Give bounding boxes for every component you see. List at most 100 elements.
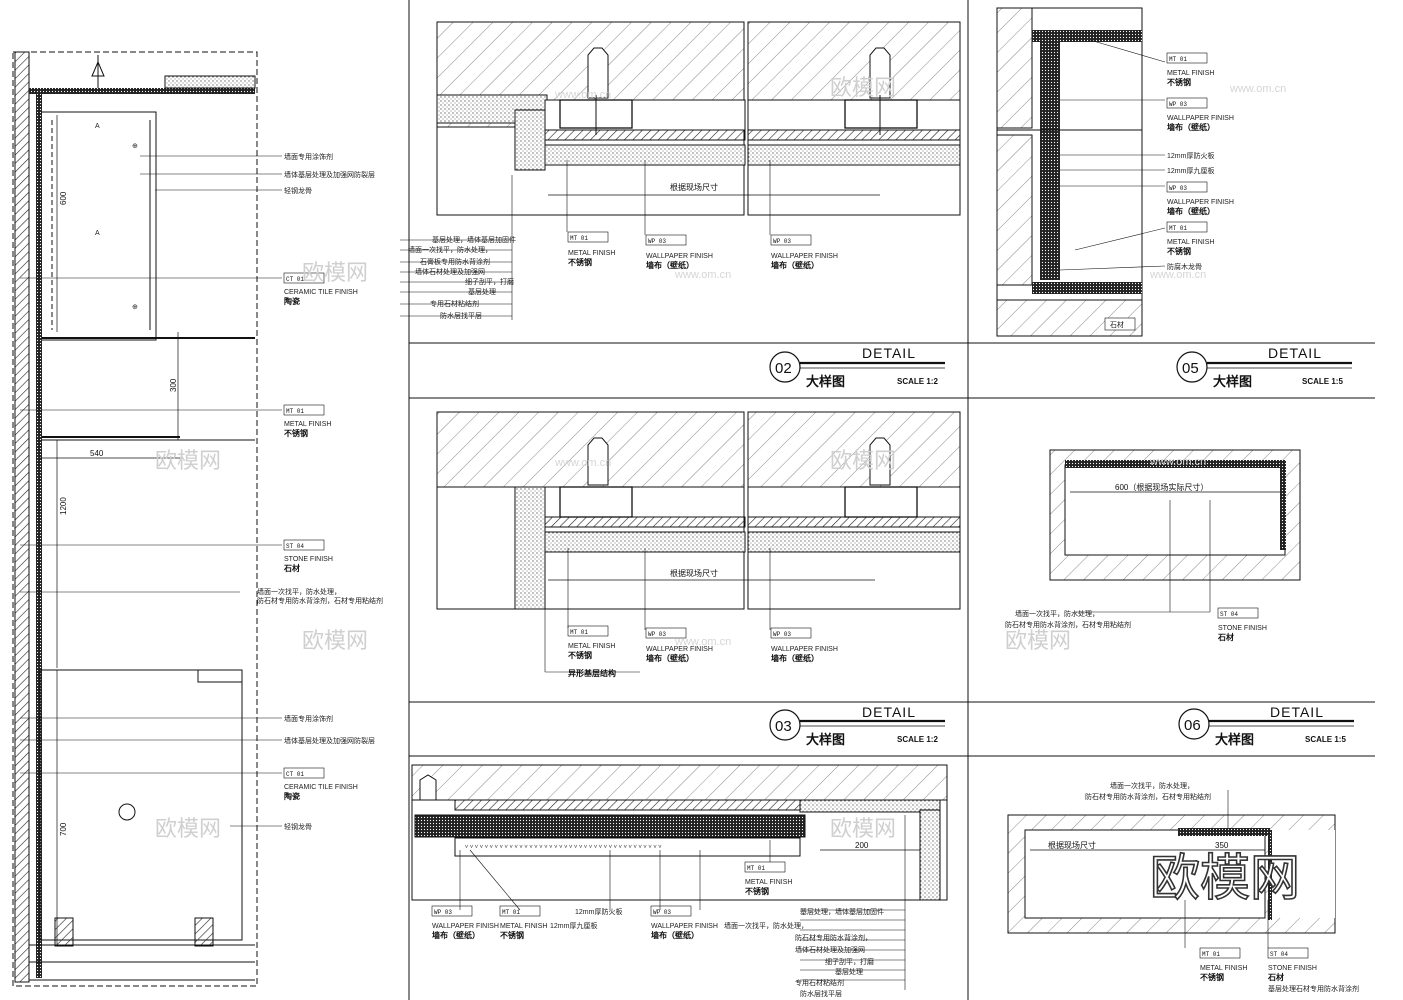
p02-detail: DETAIL xyxy=(862,345,916,361)
p05-cn-2: 墙布（壁纸） xyxy=(1167,206,1215,216)
p04-tag-0: WP 03 xyxy=(434,909,452,916)
p04-dim: 200 xyxy=(855,841,869,850)
p03-tag-0: MT 01 xyxy=(570,629,588,636)
p02-note-3: 墙体石材处理及加强网 xyxy=(415,267,485,276)
wm-url-3: www.om.cn xyxy=(554,457,611,469)
label-ceramic: CERAMIC TILE FINISH xyxy=(284,289,358,296)
p02-dim: 根据现场尺寸 xyxy=(670,182,718,192)
p05-cn-1: 墙布（壁纸） xyxy=(1167,122,1215,132)
label-mesh: 墙体基层处理及加强网防裂层 xyxy=(284,170,375,179)
p02-tag-2: WP 03 xyxy=(773,238,791,245)
detail-05: MT 01 METAL FINISH 不锈钢 WP 03 WALLPAPER F… xyxy=(996,7,1352,390)
wm-3: 欧模网 xyxy=(302,629,368,654)
wm-1: 欧模网 xyxy=(155,449,221,474)
wm-6: 欧模网 xyxy=(830,449,896,474)
wm-url-4: www.om.cn xyxy=(674,636,731,648)
p04-tagr: MT 01 xyxy=(747,865,765,872)
p04-en-2: WALLPAPER FINISH xyxy=(651,923,718,930)
p06-number: 06 xyxy=(1184,717,1201,734)
p02-en-2: WALLPAPER FINISH xyxy=(771,253,838,260)
p02-tag-0: MT 01 xyxy=(570,235,588,242)
label-mesh-2: 墙体基层处理及加强网防裂层 xyxy=(284,736,375,745)
label-adhesive: 防石材专用防水背涂剂，石材专用粘结剂 xyxy=(257,596,383,605)
p02-cn-1: 墙布（壁纸） xyxy=(646,260,694,270)
p04-r-2: 防石材专用防水背涂剂， xyxy=(795,933,872,942)
p05-title: 大样图 xyxy=(1213,374,1252,390)
p04-mid-1: 12mm厚九厘板 xyxy=(550,921,597,930)
p06-note-0: 墙面一次找平，防水处理， xyxy=(1015,609,1099,618)
detail-03: 根据现场尺寸 MT 01 METAL FINISH 不锈钢 异形基层结构 WP … xyxy=(436,411,961,748)
label-keel-2: 轻钢龙骨 xyxy=(284,822,312,831)
p02-number: 02 xyxy=(775,360,792,377)
p07-tag-0: MT 01 xyxy=(1202,951,1220,958)
p03-cn-2: 墙布（壁纸） xyxy=(771,653,819,663)
p02-note-2: 石膏板专用防水背涂剂 xyxy=(420,257,490,266)
p03-cn-0: 不锈钢 xyxy=(568,650,592,660)
p07-en-0: METAL FINISH xyxy=(1200,965,1247,972)
wm-url-5: www.om.cn xyxy=(1229,83,1286,95)
label-coating-2: 墙面专用涂饰剂 xyxy=(284,714,333,723)
tag-st04: ST 04 xyxy=(286,543,304,550)
p04-cn-2: 墙布（壁纸） xyxy=(651,930,699,940)
p04-r-5: 基层处理 xyxy=(835,967,863,976)
p06-en: STONE FINISH xyxy=(1218,625,1267,632)
dim-600: 600 xyxy=(59,191,68,205)
p06-scale: SCALE 1:5 xyxy=(1305,735,1346,744)
dim-1200: 1200 xyxy=(59,497,68,515)
wm-4: 欧模网 xyxy=(155,817,221,842)
wm-8: 欧模网 xyxy=(1005,629,1071,654)
wm-url-6: www.om.cn xyxy=(1149,456,1206,468)
detail-07: 根据现场尺寸 350 墙面一次找平，防水处理， 防石材专用防水背涂剂，石材专用粘… xyxy=(1007,781,1359,993)
svg-text:ⱽ ⱽ ⱽ ⱽ ⱽ ⱽ ⱽ ⱽ ⱽ ⱽ ⱽ ⱽ ⱽ ⱽ ⱽ: ⱽ ⱽ ⱽ ⱽ ⱽ ⱽ ⱽ ⱽ ⱽ ⱽ ⱽ ⱽ ⱽ ⱽ ⱽ ⱽ ⱽ ⱽ ⱽ ⱽ … xyxy=(465,844,661,852)
label-coating: 墙面专用涂饰剂 xyxy=(284,152,333,161)
p03-en-1: WALLPAPER FINISH xyxy=(646,646,713,653)
p05-cn-0: 不锈钢 xyxy=(1167,77,1191,87)
p02-note-1: 墙面一次找平，防水处理， xyxy=(408,245,492,254)
p02-note-5: 基层处理 xyxy=(468,287,496,296)
p03-extra: 异形基层结构 xyxy=(568,668,616,678)
p06-tag: ST 04 xyxy=(1220,611,1238,618)
p03-title: 大样图 xyxy=(806,732,845,748)
p06-note-1: 防石材专用防水背涂剂，石材专用粘结剂 xyxy=(1005,620,1131,629)
label-metal: METAL FINISH xyxy=(284,421,331,428)
p07-en-1: STONE FINISH xyxy=(1268,965,1317,972)
dim-300: 300 xyxy=(169,378,178,392)
detail-04: ⱽ ⱽ ⱽ ⱽ ⱽ ⱽ ⱽ ⱽ ⱽ ⱽ ⱽ ⱽ ⱽ ⱽ ⱽ ⱽ ⱽ ⱽ ⱽ ⱽ … xyxy=(411,764,948,998)
p03-scale: SCALE 1:2 xyxy=(897,735,938,744)
p05-number: 05 xyxy=(1182,360,1199,377)
p02-cn-2: 墙布（壁纸） xyxy=(771,260,819,270)
p04-tagr-en: METAL FINISH xyxy=(745,879,792,886)
p04-r-1: 墙面一次找平，防水处理， xyxy=(724,921,808,930)
wm-url-7: www.om.cn xyxy=(1149,269,1206,281)
wm-2: 欧模网 xyxy=(302,261,368,286)
p05-en-1: WALLPAPER FINISH xyxy=(1167,115,1234,122)
watermarks: 欧模网 欧模网 欧模网 欧模网 欧模网 欧模网 欧模网 欧模网 www.om.c… xyxy=(155,76,1301,908)
p04-r-6: 专用石材粘结剂 xyxy=(795,978,844,987)
tag-mt01: MT 01 xyxy=(286,408,304,415)
wm-7: 欧模网 xyxy=(830,817,896,842)
p05-tag-1: WP 03 xyxy=(1169,101,1187,108)
p05-last: 防腐木龙骨 xyxy=(1167,262,1202,271)
label-ceramic-cn-2: 陶瓷 xyxy=(284,791,301,801)
p02-note-7: 防水层找平层 xyxy=(440,311,482,320)
p03-dim: 根据现场尺寸 xyxy=(670,568,718,578)
p03-cn-1: 墙布（壁纸） xyxy=(646,653,694,663)
p04-r-4: 细子刮平，打磨 xyxy=(825,957,874,966)
wm-url-1: www.om.cn xyxy=(554,89,611,101)
p04-r-3: 墙体石材处理及加强网 xyxy=(795,945,865,954)
p03-tag-1: WP 03 xyxy=(648,631,666,638)
p02-note-4: 细子刮平，打磨 xyxy=(465,277,514,286)
p06-title: 大样图 xyxy=(1215,732,1254,748)
p05-tag-3: MT 01 xyxy=(1169,225,1187,232)
label-metal-cn: 不锈钢 xyxy=(284,428,308,438)
p04-en-0: WALLPAPER FINISH xyxy=(432,923,499,930)
wm-url-2: www.om.cn xyxy=(674,269,731,281)
dim-540: 540 xyxy=(90,449,104,458)
p07-tag-1: ST 04 xyxy=(1270,951,1288,958)
tag-ct01: CT 01 xyxy=(286,276,304,283)
p05-tag-0: MT 01 xyxy=(1169,56,1187,63)
svg-text:⊕: ⊕ xyxy=(132,304,138,311)
label-ceramic-2: CERAMIC TILE FINISH xyxy=(284,784,358,791)
p05-mid-0: 12mm厚防火板 xyxy=(1167,151,1214,160)
